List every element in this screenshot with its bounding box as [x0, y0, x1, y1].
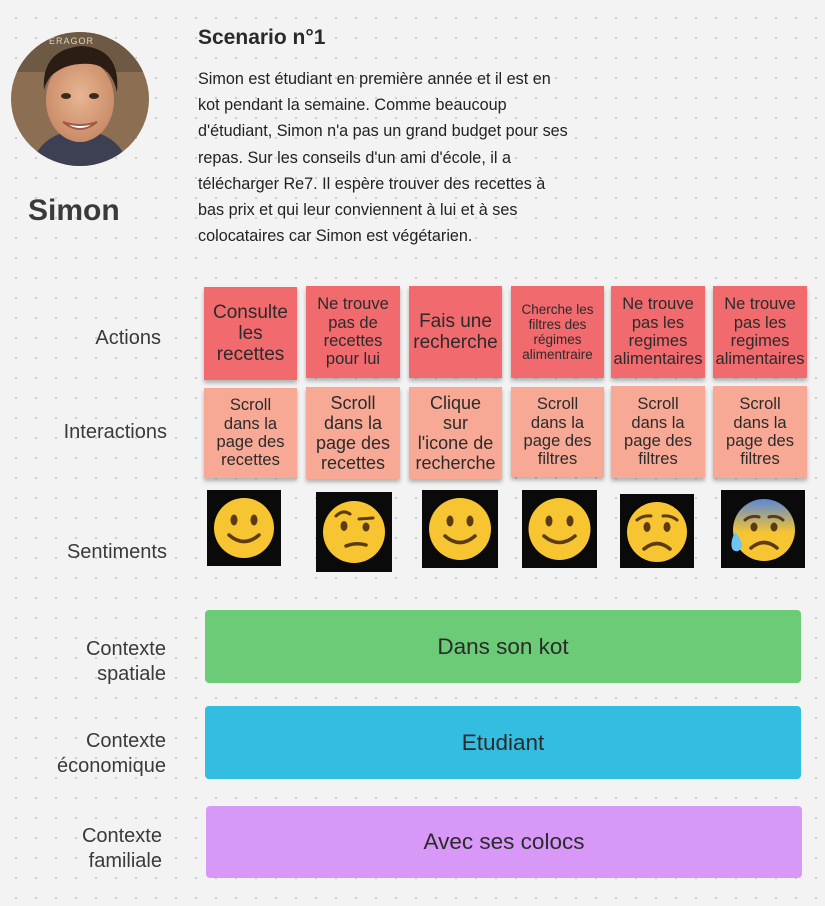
- scenario-line: bas prix et qui leur conviennent à lui e…: [198, 201, 518, 220]
- row-label-interactions: Interactions: [63, 421, 167, 443]
- note-line: page des: [624, 432, 692, 450]
- note-line: Scroll: [739, 395, 781, 414]
- note-line: Scroll: [229, 396, 272, 415]
- row-label-line: économique: [57, 755, 166, 777]
- note-line: recherche: [413, 332, 498, 353]
- note-line: sur: [442, 412, 468, 433]
- note-line: page des: [726, 432, 794, 450]
- note-line: dans la: [530, 413, 585, 432]
- note-line: filtres des: [528, 316, 587, 332]
- scenario-line: d'étudiant, Simon n'a pas un grand budge…: [198, 122, 568, 141]
- note-line: Ne trouve: [622, 295, 694, 314]
- note-line: filtres: [638, 450, 678, 469]
- scenario-text: Simon est étudiant en première année et …: [198, 66, 638, 249]
- raised-eyebrow-face-icon: [316, 492, 392, 572]
- row-label-line: Contexte: [85, 730, 166, 752]
- note-line: Scroll: [330, 392, 376, 413]
- row-label-line: Contexte: [81, 825, 162, 847]
- row-label-line: Contexte: [85, 638, 166, 660]
- note-line: pas les: [733, 313, 787, 332]
- scenario-line: colocataires car Simon est végétarien.: [198, 227, 473, 246]
- economic-context-text: Etudiant: [461, 729, 545, 755]
- note-line: dans la: [733, 413, 787, 432]
- note-line: Scroll: [536, 395, 579, 414]
- anxious-sweat-face-icon: [721, 490, 805, 568]
- row-label-line: spatiale: [97, 663, 166, 685]
- spatial-context-bar: Dans son kot: [205, 610, 801, 683]
- note-line: pas de: [328, 313, 378, 332]
- note-line: recettes: [221, 451, 280, 470]
- family-context-bar: Avec ses colocs: [206, 806, 802, 878]
- note-line: pour lui: [325, 350, 381, 369]
- note-line: pas les: [631, 313, 685, 332]
- note-line: Clique: [429, 392, 481, 413]
- note-line: Fais une: [419, 310, 492, 332]
- note-line: alimentraire: [522, 347, 593, 363]
- worried-face-icon: [620, 494, 694, 568]
- note-line: dans la: [631, 413, 685, 432]
- slightly-smiling-face-icon: [422, 490, 498, 568]
- note-line: recettes: [320, 453, 385, 474]
- note-line: recherche: [415, 453, 496, 474]
- row-label-spatial-context: Contexte spatiale: [86, 637, 166, 687]
- note-line: alimentaires: [715, 350, 805, 369]
- note-line: Cherche les: [521, 301, 594, 317]
- spatial-context-text: Dans son kot: [437, 633, 569, 659]
- note-line: Scroll: [637, 395, 679, 414]
- scenario-line: télécharger Re7. Il espère trouver des r…: [198, 174, 546, 193]
- note-line: alimentaires: [613, 350, 703, 369]
- row-label-family-context: Contexte familiale: [82, 824, 162, 874]
- note-line: filtres: [537, 450, 578, 469]
- photo-watermark: ERAGOR: [49, 36, 95, 46]
- scenario-line: kot pendant la semaine. Comme beaucoup: [198, 96, 507, 115]
- note-line: page des: [216, 433, 285, 451]
- note-line: régimes: [533, 332, 582, 347]
- note-line: regimes: [628, 332, 688, 350]
- note-line: dans la: [223, 414, 278, 433]
- note-line: recettes: [323, 332, 383, 350]
- scenario-line: Simon est étudiant en première année et …: [198, 70, 551, 88]
- row-label-economic-context: Contexte économique: [57, 729, 166, 779]
- family-context-text: Avec ses colocs: [423, 829, 585, 854]
- note-line: recettes: [216, 344, 285, 366]
- note-line: Ne trouve: [724, 295, 796, 314]
- note-line: dans la: [323, 412, 383, 433]
- note-line: regimes: [730, 332, 790, 350]
- note-line: Consulte: [213, 301, 288, 323]
- row-label-actions: Actions: [95, 327, 161, 349]
- note-line: Ne trouve: [317, 295, 389, 314]
- slightly-smiling-face-icon: [207, 490, 281, 566]
- row-label-line: familiale: [88, 850, 162, 872]
- persona-avatar: ERAGOR: [11, 32, 149, 166]
- economic-context-bar: Etudiant: [205, 706, 801, 779]
- note-line: les: [238, 322, 263, 344]
- note-line: filtres: [740, 450, 780, 469]
- slightly-smiling-face-icon: [522, 490, 597, 568]
- scenario-title: Scenario n°1: [198, 26, 326, 49]
- note-line: page des: [315, 433, 391, 453]
- note-line: page des: [523, 432, 592, 450]
- persona-name: Simon: [28, 194, 120, 227]
- note-line: l'icone de: [417, 433, 494, 453]
- scenario-line: repas. Sur les conseils d'un ami d'école…: [198, 148, 512, 167]
- row-label-sentiments: Sentiments: [66, 541, 167, 563]
